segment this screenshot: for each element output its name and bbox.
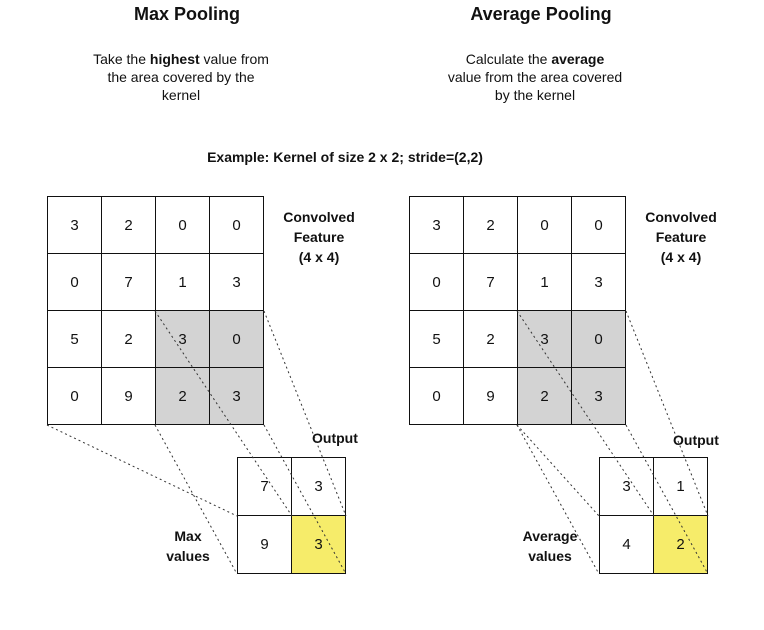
avg-desc-line2: value from the area covered (447, 69, 623, 85)
grid-cell-highlighted: 3 (518, 311, 572, 368)
values-label-line: Max (174, 528, 202, 544)
grid-cell: 0 (156, 197, 210, 254)
grid-cell: 7 (464, 254, 518, 311)
grid-cell: 0 (572, 197, 626, 254)
grid-cell: 5 (410, 311, 464, 368)
values-label-line: values (528, 548, 572, 564)
grid-cell-highlighted: 3 (156, 311, 210, 368)
output-cell: 4 (600, 516, 654, 574)
avg-output-grid: 3 1 4 2 (599, 457, 708, 574)
projection-line (516, 424, 600, 517)
grid-cell: 7 (102, 254, 156, 311)
grid-cell: 0 (48, 254, 102, 311)
max-pooling-title: Max Pooling (133, 4, 240, 24)
max-desc-line2: the area covered by the (107, 69, 255, 85)
average-pooling-description: Calculate the average value from the are… (385, 50, 685, 104)
avg-output-label: Output (673, 432, 719, 448)
values-label-line: Average (522, 528, 578, 544)
grid-cell: 3 (410, 197, 464, 254)
example-caption: Example: Kernel of size 2 x 2; stride=(2… (207, 149, 483, 165)
grid-cell: 0 (48, 368, 102, 425)
avg-desc-pre: Calculate the (465, 51, 552, 67)
output-cell-result: 2 (654, 516, 708, 574)
max-input-grid: 3 2 0 0 0 7 1 3 5 2 3 0 0 9 2 3 (47, 196, 264, 425)
grid-cell: 0 (410, 368, 464, 425)
projection-line (46, 424, 238, 517)
grid-cell: 1 (156, 254, 210, 311)
feature-label-line: (4 x 4) (298, 249, 340, 265)
grid-cell: 3 (48, 197, 102, 254)
output-cell: 3 (600, 458, 654, 516)
grid-cell: 9 (102, 368, 156, 425)
feature-label-line: Convolved (283, 209, 355, 225)
values-label-line: values (166, 548, 210, 564)
grid-cell: 0 (518, 197, 572, 254)
average-pooling-title: Average Pooling (470, 4, 612, 24)
max-pooling-description: Take the highest value from the area cov… (31, 50, 331, 104)
max-output-label: Output (312, 430, 358, 446)
max-convolved-feature-label: Convolved Feature (4 x 4) (272, 207, 366, 267)
grid-cell-highlighted: 3 (572, 368, 626, 425)
max-values-label: Max values (150, 526, 226, 566)
output-cell-result: 3 (292, 516, 346, 574)
grid-cell-highlighted: 3 (210, 368, 264, 425)
grid-cell: 2 (464, 197, 518, 254)
feature-label-line: Feature (655, 229, 707, 245)
grid-cell: 2 (464, 311, 518, 368)
grid-cell: 3 (572, 254, 626, 311)
max-desc-pre: Take the (93, 51, 150, 67)
output-cell: 1 (654, 458, 708, 516)
grid-cell-highlighted: 0 (210, 311, 264, 368)
avg-desc-bold: average (551, 51, 605, 67)
grid-cell: 9 (464, 368, 518, 425)
feature-label-line: Feature (293, 229, 345, 245)
feature-label-line: (4 x 4) (660, 249, 702, 265)
max-desc-line3: kernel (161, 87, 201, 103)
grid-cell: 0 (210, 197, 264, 254)
grid-cell-highlighted: 2 (156, 368, 210, 425)
grid-cell: 5 (48, 311, 102, 368)
max-desc-post: value from (199, 51, 269, 67)
grid-cell: 3 (210, 254, 264, 311)
max-output-grid: 7 3 9 3 (237, 457, 346, 574)
grid-cell-highlighted: 2 (518, 368, 572, 425)
output-cell: 7 (238, 458, 292, 516)
avg-values-label: Average values (508, 526, 592, 566)
grid-cell: 2 (102, 197, 156, 254)
max-desc-bold: highest (149, 51, 200, 67)
output-cell: 3 (292, 458, 346, 516)
grid-cell: 0 (410, 254, 464, 311)
avg-convolved-feature-label: Convolved Feature (4 x 4) (634, 207, 728, 267)
output-cell: 9 (238, 516, 292, 574)
grid-cell: 2 (102, 311, 156, 368)
avg-desc-line3: by the kernel (494, 87, 576, 103)
feature-label-line: Convolved (645, 209, 717, 225)
grid-cell-highlighted: 0 (572, 311, 626, 368)
grid-cell: 1 (518, 254, 572, 311)
avg-input-grid: 3 2 0 0 0 7 1 3 5 2 3 0 0 9 2 3 (409, 196, 626, 425)
